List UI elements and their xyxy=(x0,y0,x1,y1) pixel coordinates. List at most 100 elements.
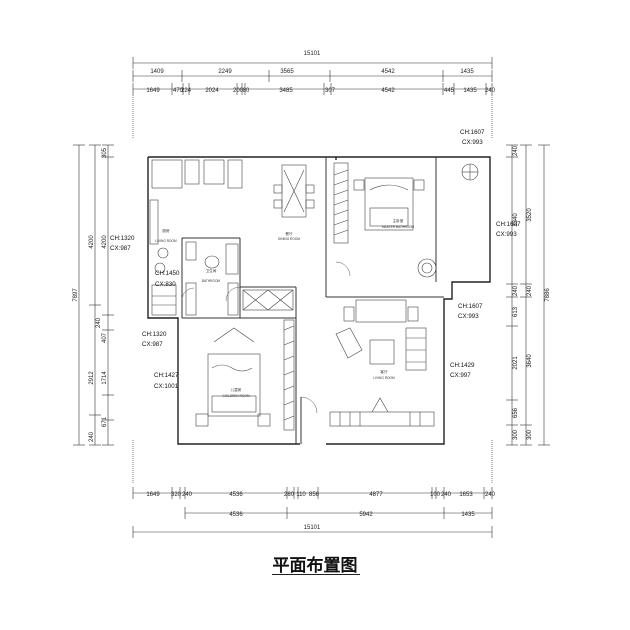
top-dim: 470 xyxy=(173,88,184,94)
bottom-dim: 4536 xyxy=(229,512,243,518)
bottom-overall-dim: 15101 xyxy=(304,525,321,531)
left-overall-dim: 7897 xyxy=(73,288,79,302)
right-dim: 2021 xyxy=(513,356,519,370)
left-dim: 671 xyxy=(102,416,108,427)
left-dimension-labels: 7897 4200 4200 2912 240 305 240 407 1714… xyxy=(73,147,108,442)
room-label-bath-en: BATHROOM xyxy=(202,279,221,283)
left-dim: 2912 xyxy=(89,371,95,385)
left-dim: 407 xyxy=(102,332,108,343)
top-dim: 307 xyxy=(325,88,336,94)
ceiling-note-ch: CH:1607 xyxy=(460,129,485,136)
top-dim: 1409 xyxy=(150,69,164,75)
bottom-dim: 110 xyxy=(296,492,306,498)
ceiling-note-ch: CH:1450 xyxy=(155,270,180,277)
top-dim: 1435 xyxy=(463,88,477,94)
top-dim: 4542 xyxy=(381,69,395,75)
bottom-dim: 100 xyxy=(430,492,441,498)
ceiling-note-cx: CX:993 xyxy=(462,139,483,146)
dining-table xyxy=(273,164,315,218)
ceiling-note-cx: CX:830 xyxy=(155,281,176,288)
ceiling-note-ch: CH:1320 xyxy=(110,235,135,242)
bottom-dimensions xyxy=(132,440,493,538)
drawing-title: 平面布置图 xyxy=(272,556,358,576)
top-dim: 3565 xyxy=(280,69,294,75)
children-bed xyxy=(195,327,271,427)
top-dim: 240 xyxy=(485,88,496,94)
right-dim: 240 xyxy=(527,285,533,296)
top-dim: 200 xyxy=(233,88,244,94)
right-overall-dim: 7886 xyxy=(545,288,551,302)
bottom-dim: 1435 xyxy=(461,512,475,518)
left-dim: 240 xyxy=(96,317,102,328)
room-label-kitchen-en: LIVING ROOM xyxy=(155,239,177,243)
right-dim: 300 xyxy=(513,429,519,440)
top-dim: 1435 xyxy=(460,69,474,75)
right-dim: 300 xyxy=(527,429,533,440)
room-label-master-en: MASTER BATHROOM xyxy=(382,225,415,229)
master-bed xyxy=(353,177,437,278)
room-label-kitchen: 厨房 xyxy=(162,228,170,233)
left-dim: 240 xyxy=(89,431,95,442)
top-dim: 224 xyxy=(181,88,192,94)
bottom-dim: 856 xyxy=(309,492,320,498)
right-dim: 3340 xyxy=(513,213,519,227)
exterior-walls xyxy=(147,156,491,445)
title-underline xyxy=(272,574,360,575)
top-dim: 1649 xyxy=(146,88,160,94)
ceiling-note-cx: CX:1001 xyxy=(154,383,179,390)
room-labels: 厨房 LIVING ROOM 餐厅 DINING ROOM 主卧室 MASTER… xyxy=(155,218,414,398)
top-dimension-labels: 15101 1409 2249 3565 4542 1435 1649 470 … xyxy=(146,51,495,94)
ceiling-note-cx: CX:993 xyxy=(496,231,517,238)
left-dim: 305 xyxy=(102,147,108,158)
bottom-dim: 1653 xyxy=(459,492,473,498)
room-label-master: 主卧室 xyxy=(393,218,404,223)
top-dim: 80 xyxy=(243,88,250,94)
left-dimensions xyxy=(73,144,114,446)
bottom-dimension-labels: 1649 320 240 4536 280 110 856 4877 100 2… xyxy=(146,492,495,531)
left-dim: 1714 xyxy=(102,371,108,385)
top-dim: 4542 xyxy=(381,88,395,94)
bottom-dim: 240 xyxy=(182,492,193,498)
top-overall-dim: 15101 xyxy=(304,51,321,57)
bottom-dim: 5942 xyxy=(359,512,373,518)
right-dimension-labels: 240 3340 240 613 2021 656 300 3520 240 3… xyxy=(513,145,551,440)
right-dim: 3520 xyxy=(527,208,533,222)
room-label-living-en: LIVING ROOM xyxy=(373,376,395,380)
ceiling-note-ch: CH:1429 xyxy=(450,362,475,369)
bottom-dim: 1649 xyxy=(146,492,160,498)
room-label-dining-en: DINING ROOM xyxy=(278,237,300,241)
bathroom-fixtures xyxy=(185,241,239,316)
room-label-living: 客厅 xyxy=(380,369,388,374)
room-label-dining: 餐厅 xyxy=(285,231,293,236)
room-label-children: 儿童房 xyxy=(231,387,242,392)
bottom-dim: 4536 xyxy=(229,492,243,498)
top-dim: 2249 xyxy=(218,69,232,75)
ceiling-note-cx: CX:987 xyxy=(110,245,131,252)
kitchen-fixtures xyxy=(149,159,243,316)
ceiling-note-cx: CX:987 xyxy=(142,341,163,348)
right-dim: 240 xyxy=(513,285,519,296)
bottom-dim: 240 xyxy=(441,492,452,498)
left-dim: 4200 xyxy=(102,235,108,249)
bottom-dim: 320 xyxy=(171,492,182,498)
bottom-dim: 240 xyxy=(485,492,496,498)
ceiling-note-ch: CH:1320 xyxy=(142,331,167,338)
right-dim: 613 xyxy=(513,306,519,317)
top-dim: 445 xyxy=(444,88,455,94)
right-dim: 240 xyxy=(513,145,519,156)
room-label-children-en: CHILDREN ROOM xyxy=(222,394,249,398)
ceiling-note-cx: CX:993 xyxy=(458,313,479,320)
top-dimensions xyxy=(132,57,493,138)
interior-walls xyxy=(181,157,444,444)
room-label-bath: 卫生间 xyxy=(206,268,217,273)
bottom-dim: 280 xyxy=(284,492,295,498)
right-dim: 656 xyxy=(513,407,519,418)
right-dimensions xyxy=(506,144,550,446)
living-furniture xyxy=(329,299,435,427)
top-dim: 3485 xyxy=(279,88,293,94)
wardrobes xyxy=(242,162,349,431)
ceiling-note-ch: CH:1607 xyxy=(458,303,483,310)
left-dim: 4200 xyxy=(89,235,95,249)
door-swings xyxy=(181,261,351,414)
